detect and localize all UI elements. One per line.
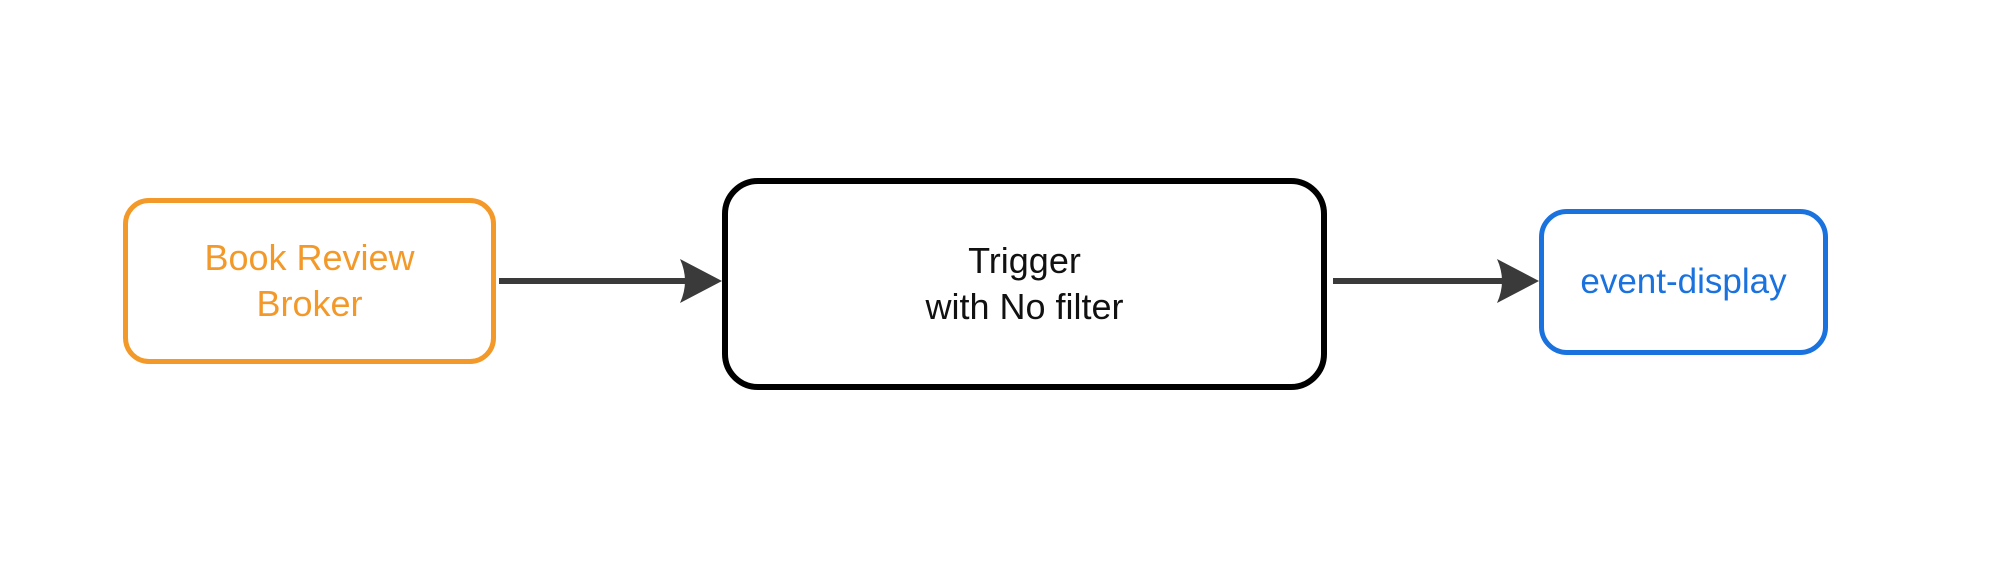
- node-label-trigger-line2: with No filter: [925, 286, 1124, 327]
- arrow-broker-to-trigger: [499, 259, 722, 303]
- node-event-display: event-display: [1539, 209, 1828, 355]
- arrow-trigger-to-event-display: [1333, 259, 1539, 303]
- node-label-trigger-line1: Trigger: [968, 240, 1081, 281]
- arrow-head: [1497, 259, 1539, 303]
- node-trigger: Trigger with No filter: [722, 178, 1327, 390]
- node-label-broker-line2: Broker: [256, 283, 363, 324]
- arrow-head: [680, 259, 722, 303]
- node-label-event-display: event-display: [1580, 262, 1787, 301]
- node-label-broker-line1: Book Review: [204, 237, 415, 278]
- node-book-review-broker: Book Review Broker: [123, 198, 496, 364]
